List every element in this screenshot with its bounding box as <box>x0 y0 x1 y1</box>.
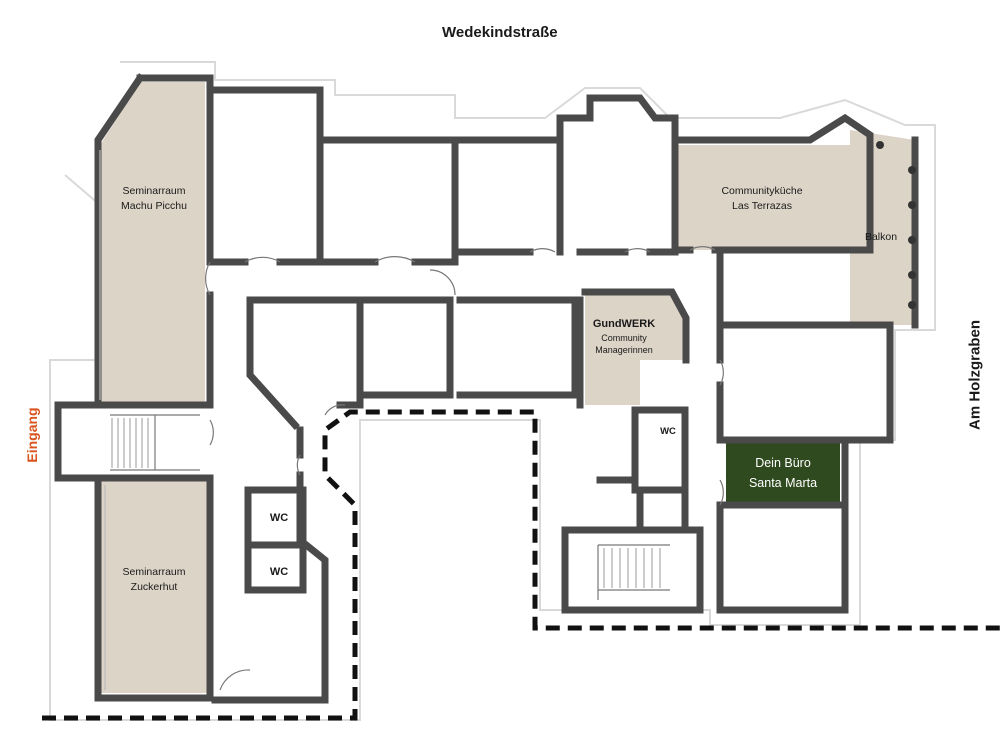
label-seminar-bottom-2: Zuckerhut <box>131 581 178 593</box>
community-kitchen <box>678 145 850 250</box>
gundwerk-room <box>585 292 686 405</box>
seminar-room-zuckerhut <box>100 478 208 693</box>
label-office-1: Dein Büro <box>755 456 811 470</box>
office-santa-marta <box>726 440 840 505</box>
stair-hatch <box>111 418 661 588</box>
walls <box>54 73 919 704</box>
building-outline <box>49 61 936 721</box>
label-wc-3: WC <box>660 426 676 437</box>
property-boundary <box>42 409 1000 721</box>
label-kitchen-2: Las Terrazas <box>732 200 792 212</box>
seminar-room-machu-picchu <box>100 82 205 405</box>
top-street-label: Wedekindstraße <box>442 24 558 41</box>
label-wc-1: WC <box>270 512 288 524</box>
label-kitchen-1: Communityküche <box>721 185 802 197</box>
label-seminar-top-1: Seminarraum <box>122 185 185 197</box>
label-gundwerk-1: GundWERK <box>593 318 655 330</box>
label-gundwerk-3: Managerinnen <box>595 345 653 355</box>
balcony-posts <box>876 141 916 309</box>
label-wc-2: WC <box>270 566 288 578</box>
label-gundwerk-2: Community <box>601 333 647 343</box>
label-seminar-top-2: Machu Picchu <box>121 200 187 212</box>
label-office-2: Santa Marta <box>749 476 817 490</box>
label-seminar-bottom-1: Seminarraum <box>122 566 185 578</box>
label-balcony: Balkon <box>865 231 897 243</box>
balcony <box>850 130 915 325</box>
thin-lines <box>99 150 724 691</box>
highlighted-rooms <box>100 82 915 693</box>
